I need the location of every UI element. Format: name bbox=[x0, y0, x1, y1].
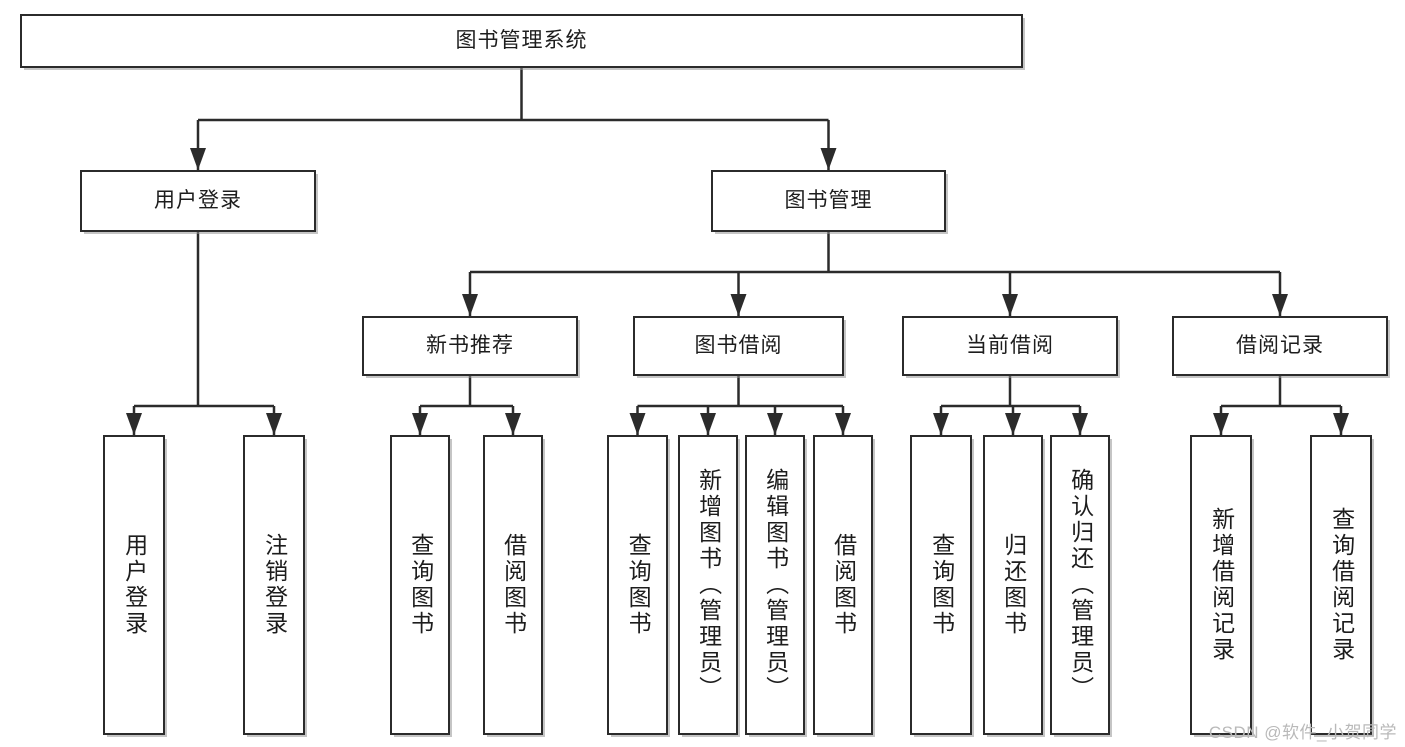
arrowhead-icon bbox=[1272, 294, 1288, 316]
node-leaf-query-rec[interactable]: 查询借阅记录 bbox=[1310, 435, 1372, 735]
arrowhead-icon bbox=[1333, 413, 1349, 435]
arrowhead-icon bbox=[1072, 413, 1088, 435]
arrowhead-icon bbox=[933, 413, 949, 435]
arrowhead-icon bbox=[1002, 294, 1018, 316]
arrowhead-icon bbox=[1213, 413, 1229, 435]
node-label: 新书推荐 bbox=[426, 333, 514, 357]
arrowhead-icon bbox=[190, 148, 206, 170]
node-label: 图书管理系统 bbox=[455, 28, 588, 52]
arrowhead-icon bbox=[730, 294, 747, 316]
node-borrow-record[interactable]: 借阅记录 bbox=[1172, 316, 1388, 376]
node-book-manage[interactable]: 图书管理 bbox=[711, 170, 946, 232]
node-leaf-query-2[interactable]: 查询图书 bbox=[607, 435, 668, 735]
node-leaf-query-1[interactable]: 查询图书 bbox=[390, 435, 450, 735]
node-new-book-rec[interactable]: 新书推荐 bbox=[362, 316, 578, 376]
node-leaf-user-login[interactable]: 用户登录 bbox=[103, 435, 165, 735]
node-label: 借阅记录 bbox=[1236, 333, 1324, 357]
node-label: 新增借阅记录 bbox=[1208, 507, 1235, 663]
node-leaf-return[interactable]: 归还图书 bbox=[983, 435, 1043, 735]
node-label: 图书借阅 bbox=[694, 333, 783, 357]
node-label: 注销登录 bbox=[261, 533, 288, 637]
node-label: 查询图书 bbox=[625, 533, 652, 637]
arrowhead-icon bbox=[629, 413, 646, 435]
node-label: 借阅图书 bbox=[500, 533, 527, 637]
node-label: 查询图书 bbox=[407, 533, 434, 637]
arrowhead-icon bbox=[462, 294, 478, 316]
arrowhead-icon bbox=[835, 413, 851, 435]
node-label: 归还图书 bbox=[1000, 533, 1027, 637]
arrowhead-icon bbox=[820, 148, 837, 170]
arrowhead-icon bbox=[505, 413, 521, 435]
node-root[interactable]: 图书管理系统 bbox=[20, 14, 1023, 68]
node-leaf-logout[interactable]: 注销登录 bbox=[243, 435, 305, 735]
node-leaf-borrow-1[interactable]: 借阅图书 bbox=[483, 435, 543, 735]
arrowhead-icon bbox=[266, 413, 282, 435]
node-label: 用户登录 bbox=[154, 188, 242, 212]
node-leaf-add-book[interactable]: 新增图书（管理员） bbox=[678, 435, 738, 735]
node-leaf-confirm[interactable]: 确认归还（管理员） bbox=[1050, 435, 1110, 735]
watermark: CSDN @软件_小贺同学 bbox=[1208, 723, 1397, 742]
arrowhead-icon bbox=[767, 413, 783, 435]
node-leaf-query-3[interactable]: 查询图书 bbox=[910, 435, 972, 735]
arrowhead-icon bbox=[700, 413, 716, 435]
node-label: 借阅图书 bbox=[830, 533, 857, 637]
node-label: 图书管理 bbox=[784, 188, 873, 212]
node-leaf-add-rec[interactable]: 新增借阅记录 bbox=[1190, 435, 1252, 735]
node-user-login[interactable]: 用户登录 bbox=[80, 170, 316, 232]
node-label: 查询图书 bbox=[928, 533, 955, 637]
arrowhead-icon bbox=[126, 413, 142, 435]
node-label: 确认归还（管理员） bbox=[1067, 468, 1094, 702]
arrowhead-icon bbox=[412, 413, 428, 435]
node-label: 当前借阅 bbox=[966, 333, 1054, 357]
node-leaf-borrow-2[interactable]: 借阅图书 bbox=[813, 435, 873, 735]
node-label: 用户登录 bbox=[121, 533, 148, 637]
arrowhead-icon bbox=[1005, 413, 1021, 435]
node-leaf-edit-book[interactable]: 编辑图书（管理员） bbox=[745, 435, 805, 735]
node-label: 新增图书（管理员） bbox=[695, 468, 722, 702]
node-book-borrow[interactable]: 图书借阅 bbox=[633, 316, 844, 376]
node-current-borrow[interactable]: 当前借阅 bbox=[902, 316, 1118, 376]
node-label: 编辑图书（管理员） bbox=[762, 468, 789, 702]
node-label: 查询借阅记录 bbox=[1328, 507, 1355, 663]
